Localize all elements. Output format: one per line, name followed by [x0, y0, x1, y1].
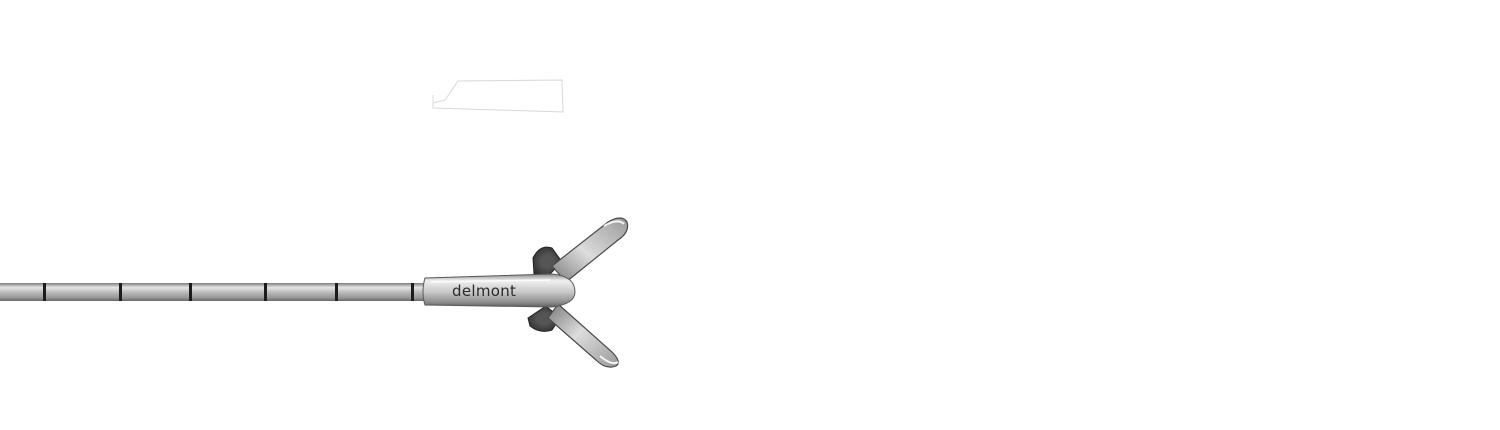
forceps-shaft — [0, 283, 430, 301]
outline-artifact — [432, 79, 564, 113]
depth-marker — [43, 283, 46, 301]
depth-marker — [119, 283, 122, 301]
lower-jaw-cup — [547, 303, 619, 368]
brand-engraving: delmont — [452, 282, 516, 300]
tip-housing: delmont — [422, 273, 576, 308]
depth-marker — [189, 283, 192, 301]
depth-marker — [264, 283, 267, 301]
upper-jaw-cup — [551, 217, 629, 283]
depth-marker — [411, 283, 414, 301]
depth-marker — [335, 283, 338, 301]
